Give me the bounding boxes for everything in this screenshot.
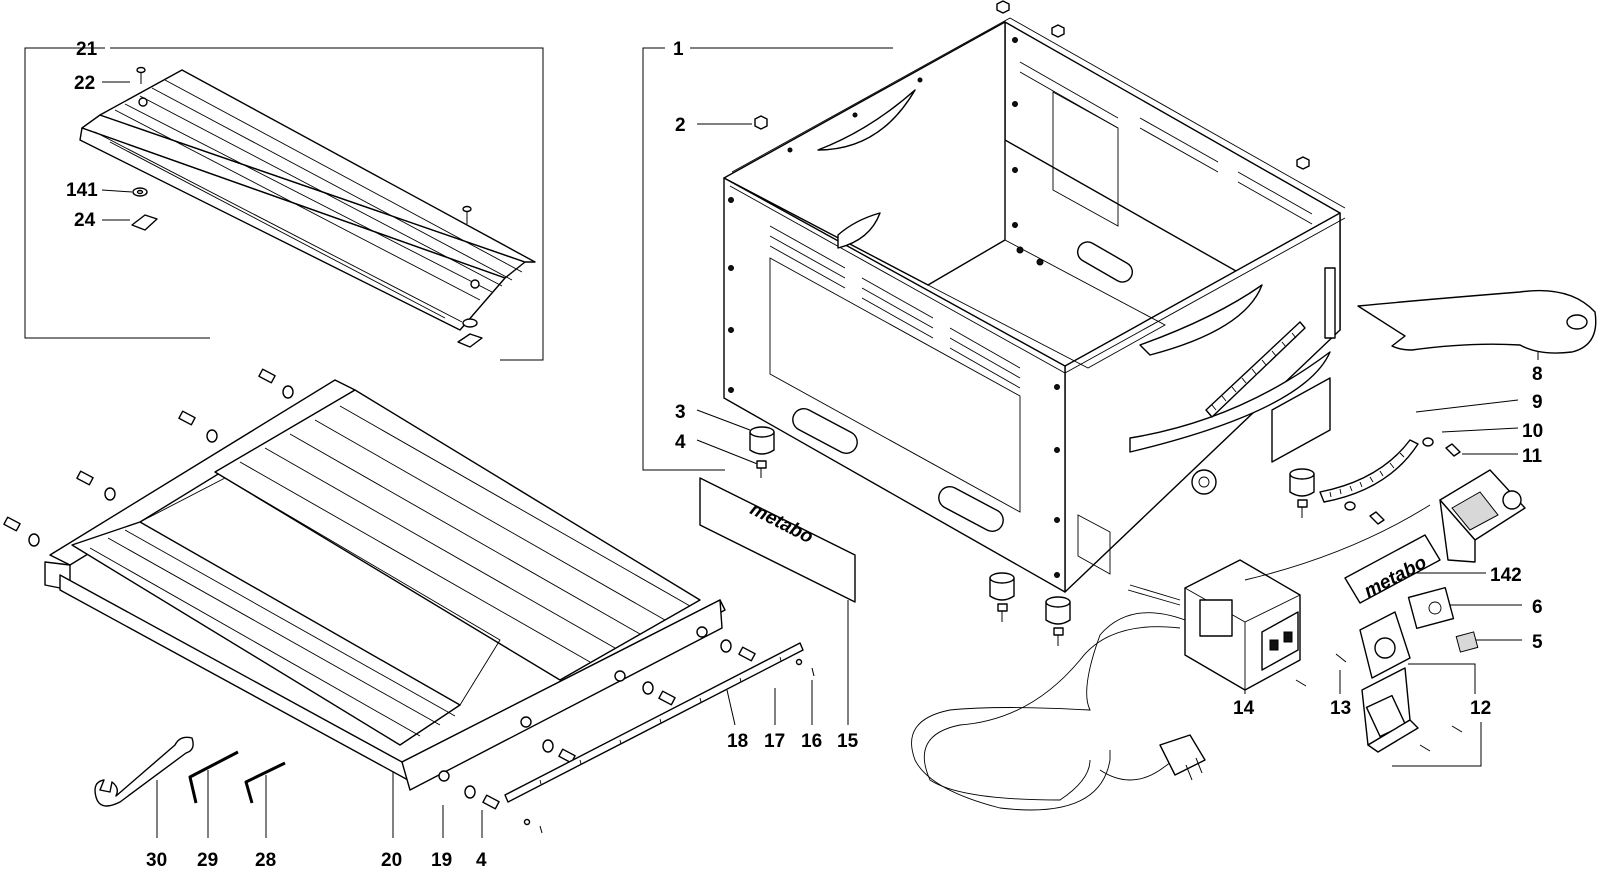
part-24-clip — [131, 214, 483, 348]
switch-unit — [1439, 469, 1526, 563]
part-28-hex-key — [244, 761, 286, 804]
label-5: 5 — [1532, 632, 1543, 653]
label-20: 20 — [381, 850, 402, 871]
switch-cable — [911, 504, 1431, 811]
power-plug — [1159, 734, 1206, 781]
label-13: 13 — [1330, 698, 1351, 719]
part-20-sliding-table — [44, 379, 726, 791]
part-10-washer — [1344, 437, 1434, 511]
part-18-scale — [504, 642, 804, 803]
part-11-screw — [1369, 443, 1461, 525]
label-10: 10 — [1522, 421, 1543, 442]
label-22: 22 — [74, 73, 95, 94]
label-12: 12 — [1470, 698, 1491, 719]
leader-lines — [24, 47, 1539, 838]
part-14-switch-box — [1184, 559, 1301, 691]
part-16-screw — [539, 667, 815, 834]
label-4: 4 — [675, 432, 686, 453]
part-30-wrench — [94, 736, 194, 807]
part-number-labels: 21 22 141 24 1 2 3 4 8 9 10 11 142 6 5 1… — [66, 39, 1543, 871]
label-3: 3 — [675, 402, 686, 423]
label-29: 29 — [197, 850, 218, 871]
part-1-base-cabinet — [723, 17, 1346, 593]
part-2-nut — [754, 0, 1310, 170]
part-3-rubber-foot — [749, 426, 1315, 625]
part-22-screw — [136, 66, 472, 224]
label-142: 142 — [1490, 565, 1522, 586]
label-15: 15 — [837, 731, 859, 752]
label-21: 21 — [76, 39, 98, 60]
part-17-washer — [523, 658, 803, 826]
part-12-socket-cover — [1359, 611, 1419, 753]
label-30: 30 — [146, 850, 167, 871]
part-29-hex-key — [188, 750, 239, 804]
part-9-scale — [1319, 439, 1419, 503]
part-8-handle — [1357, 289, 1597, 354]
label-2: 2 — [675, 115, 686, 136]
label-14: 14 — [1233, 698, 1255, 719]
label-18: 18 — [727, 731, 748, 752]
part-15-logo-plate: metabo — [699, 477, 856, 603]
label-4b: 4 — [476, 850, 487, 871]
label-16: 16 — [801, 731, 822, 752]
part-5-label — [1455, 631, 1479, 653]
label-6: 6 — [1532, 597, 1543, 618]
part-19-nuts — [28, 385, 732, 799]
part-4-bolts-table — [3, 368, 756, 810]
label-1: 1 — [673, 39, 684, 60]
label-19: 19 — [431, 850, 452, 871]
label-28: 28 — [255, 850, 276, 871]
part-4-bolt — [756, 460, 1308, 646]
label-24: 24 — [74, 210, 96, 231]
part-13-screw — [1295, 653, 1463, 752]
label-8: 8 — [1532, 364, 1543, 385]
label-141: 141 — [66, 180, 98, 201]
label-11: 11 — [1522, 446, 1543, 467]
label-17: 17 — [764, 731, 785, 752]
part-6-label — [1407, 586, 1455, 630]
label-9: 9 — [1532, 392, 1543, 413]
part-21-top-rail — [79, 69, 536, 331]
part-141-washer — [132, 187, 478, 328]
